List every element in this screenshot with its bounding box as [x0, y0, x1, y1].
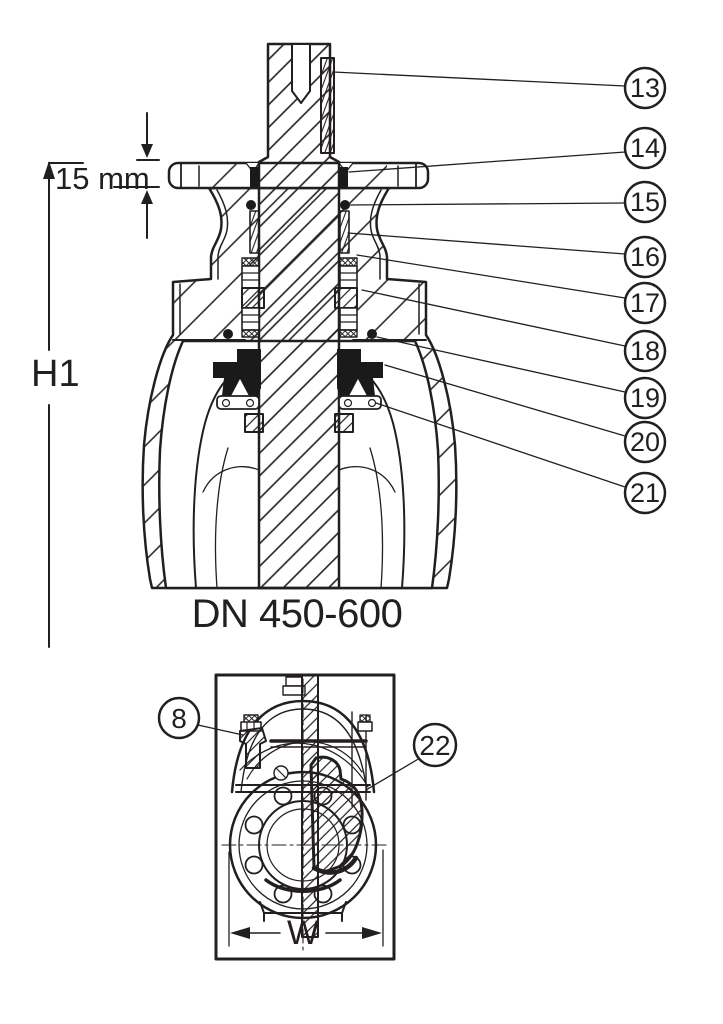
svg-text:19: 19 — [630, 383, 660, 413]
caption-dn-range: DN 450-600 — [192, 592, 403, 636]
svg-text:14: 14 — [630, 133, 660, 163]
leader-18 — [361, 289, 626, 347]
callout-13: 13 — [623, 66, 667, 110]
callout-18: 18 — [623, 329, 667, 373]
neck-inner-wall-left — [216, 189, 229, 280]
svg-text:17: 17 — [630, 288, 660, 318]
leader-19 — [376, 336, 626, 393]
svg-text:21: 21 — [630, 478, 660, 508]
gate-strip — [282, 674, 319, 938]
leader-lines-main — [332, 71, 626, 488]
seal-notch-right — [349, 379, 367, 396]
svg-text:20: 20 — [630, 427, 660, 457]
leader-17 — [356, 254, 626, 299]
callout-22: 22 — [412, 722, 458, 768]
stem-assembly — [257, 42, 341, 590]
leader-16 — [347, 232, 626, 255]
dimension-15mm: 15 mm — [55, 112, 160, 239]
front-view: W 8 22 — [157, 673, 458, 961]
dim-15mm-label: 15 mm — [55, 161, 150, 196]
dimension-h1: H1 — [31, 161, 84, 648]
inner-wall-arc-left — [214, 447, 229, 589]
seal-carriers — [216, 395, 382, 433]
svg-text:22: 22 — [419, 730, 450, 761]
leader-8 — [197, 724, 244, 736]
neck-inner-wall-right — [369, 189, 382, 280]
o-ring-left-item19 — [223, 329, 233, 339]
callout-16: 16 — [623, 235, 667, 279]
leader-13 — [332, 71, 626, 87]
o-ring-left-item15 — [246, 200, 256, 210]
guide-block-right — [334, 413, 354, 433]
dim-w-label: W — [287, 914, 319, 952]
right-bolt — [357, 721, 373, 732]
inner-wall-arc-right — [369, 447, 384, 589]
callout-21: 21 — [623, 471, 667, 515]
main-section-view: 15 mm H1 DN 450-600 1 — [31, 42, 667, 648]
wedge-top-arc-right — [338, 466, 396, 493]
leader-15 — [346, 202, 626, 206]
bolt-bracket-item8 — [239, 714, 373, 769]
leader-lines-front — [197, 724, 421, 791]
leader-14 — [348, 151, 626, 173]
callout-8: 8 — [157, 696, 201, 740]
callout-14: 14 — [623, 126, 667, 170]
wedge-top-arc-left — [202, 466, 260, 493]
seals — [213, 167, 383, 396]
leader-22 — [365, 757, 421, 791]
wiper-seal-left-item21 — [213, 349, 261, 396]
dim-h1-label: H1 — [31, 353, 80, 395]
svg-text:15: 15 — [630, 187, 660, 217]
packing-stack-left — [241, 210, 265, 338]
stem-key-item13 — [320, 57, 335, 154]
svg-text:16: 16 — [630, 242, 660, 272]
leader-21 — [375, 402, 626, 488]
svg-text:8: 8 — [171, 703, 187, 734]
seal-notch-left — [231, 379, 249, 396]
callout-19: 19 — [623, 376, 667, 420]
stem-center-bore — [291, 43, 311, 104]
centerlines — [221, 678, 389, 952]
callout-15: 15 — [623, 180, 667, 224]
flange-seal-right — [339, 167, 348, 188]
o-ring-right-item15 — [340, 200, 350, 210]
svg-text:13: 13 — [630, 73, 660, 103]
wiper-seal-right-item21 — [337, 349, 383, 396]
packing-stack-right — [334, 210, 358, 338]
guide-block-left — [244, 413, 264, 433]
leader-20 — [384, 364, 626, 437]
callout-17: 17 — [623, 281, 667, 325]
callout-20: 20 — [623, 420, 667, 464]
dimension-w: W — [228, 849, 384, 952]
o-ring-right-item19 — [367, 329, 377, 339]
flange-seal-left — [250, 167, 259, 188]
callouts-main: 13 14 15 16 17 18 — [623, 66, 667, 515]
svg-text:18: 18 — [630, 336, 660, 366]
